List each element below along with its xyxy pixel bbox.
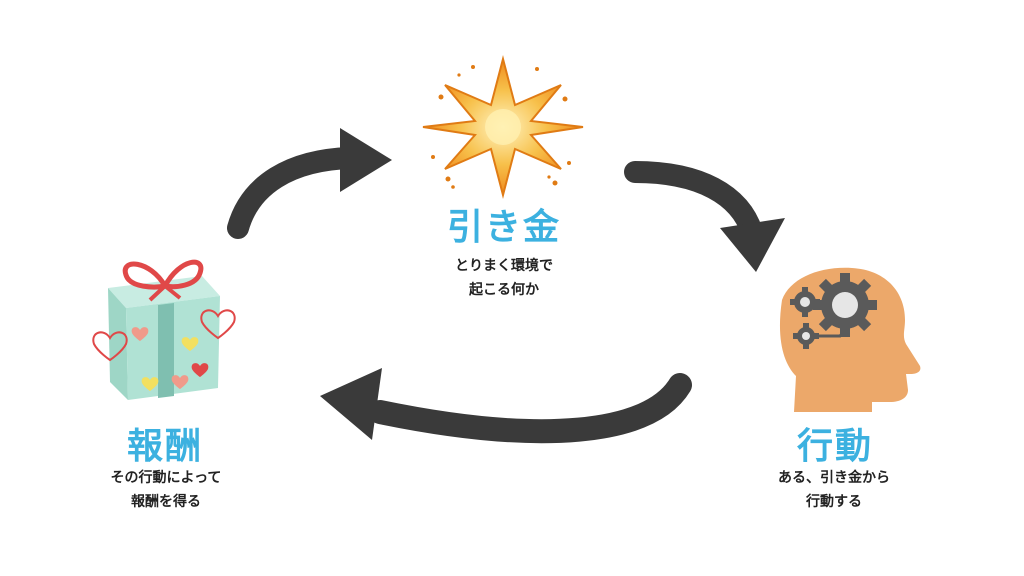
trigger-desc-line-1: とりまく環境で	[455, 258, 553, 274]
reward-title: 報酬	[126, 426, 203, 467]
head-gears-icon	[779, 267, 921, 412]
trigger-title: 引き金	[446, 207, 561, 248]
trigger-description: とりまく環境で 起こる何か	[424, 254, 584, 302]
trigger-desc-line-2: 起こる何か	[469, 282, 539, 298]
reward-description: その行動によって 報酬を得る	[86, 466, 246, 514]
reward-desc-line-2: 報酬を得る	[131, 494, 201, 510]
reward-desc-line-1: その行動によって	[110, 470, 222, 486]
gift-box-icon	[92, 259, 236, 400]
action-description: ある、引き金から 行動する	[754, 466, 914, 514]
action-desc-line-1: ある、引き金から	[778, 470, 890, 486]
action-desc-line-2: 行動する	[806, 494, 862, 510]
arrow-action-to-reward	[320, 368, 692, 444]
arrow-reward-to-trigger	[227, 128, 392, 239]
arrow-trigger-to-action	[624, 161, 785, 272]
star-burst-icon	[422, 55, 584, 199]
action-title: 行動	[796, 426, 873, 467]
